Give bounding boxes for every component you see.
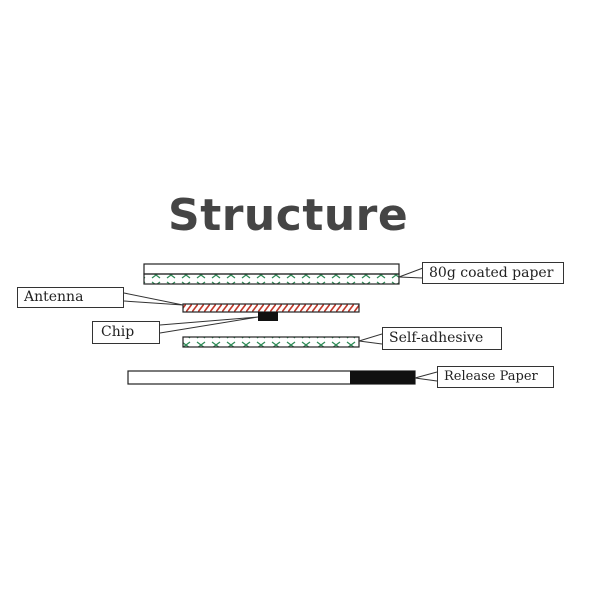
antenna-layer xyxy=(182,303,360,313)
label-antenna: Antenna xyxy=(17,287,124,308)
self-adhesive-pointer xyxy=(358,333,383,345)
label-coated-paper: 80g coated paper xyxy=(422,262,564,284)
release-paper-layer xyxy=(127,370,416,385)
antenna-pointer xyxy=(123,292,184,306)
chip-block xyxy=(258,312,278,321)
diagram-title: Structure xyxy=(168,190,409,241)
chip-pointer xyxy=(159,316,259,334)
coated-paper-pointer xyxy=(398,267,424,279)
label-chip: Chip xyxy=(92,321,160,344)
label-release-paper: Release Paper xyxy=(437,366,554,388)
self-adhesive-layer xyxy=(182,336,360,348)
label-self-adhesive: Self-adhesive xyxy=(382,327,502,350)
release-paper-pointer xyxy=(414,371,438,382)
coated-paper-layer xyxy=(143,263,400,285)
